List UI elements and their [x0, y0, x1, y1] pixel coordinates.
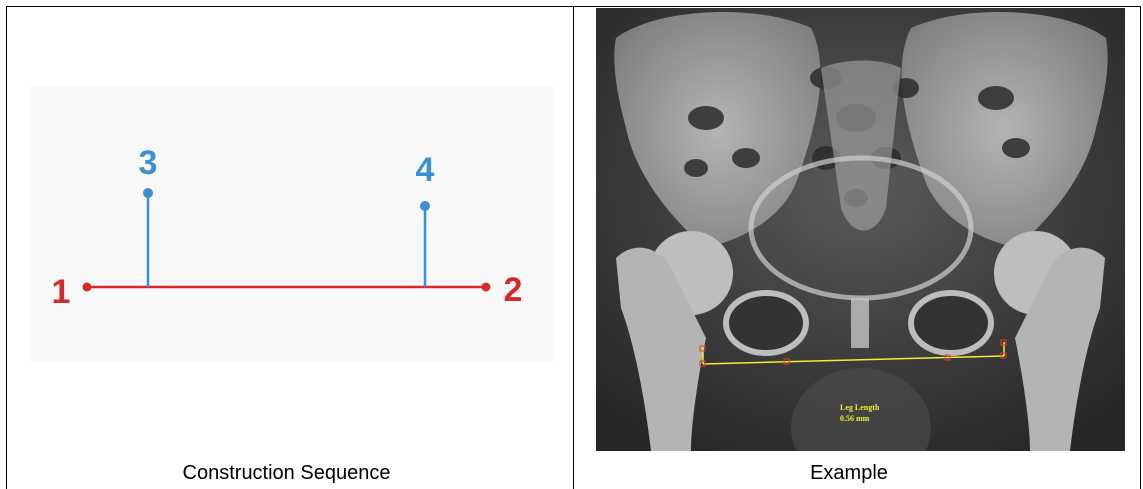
point-1-dot [83, 283, 92, 292]
point-4-label: 4 [416, 151, 435, 189]
right-obturator-foramen [911, 293, 991, 353]
table-left-border [6, 6, 7, 489]
left-obturator-foramen [726, 293, 806, 353]
caption-construction-sequence: Construction Sequence [0, 460, 573, 486]
leg-length-value: 0.56 mm [840, 414, 869, 424]
pelvis-xray-image: Leg Length 0.56 mm [596, 8, 1125, 451]
caption-example: Example [575, 460, 1123, 486]
point-1-label: 1 [52, 273, 71, 311]
xray-drawing [596, 8, 1125, 451]
construction-diagram-svg: 1 2 3 4 [30, 86, 553, 362]
point-3-label: 3 [139, 144, 158, 182]
point-2-label: 2 [504, 271, 523, 309]
point-4-dot [420, 201, 430, 211]
pubic-symphysis [851, 298, 869, 348]
point-2-dot [482, 283, 491, 292]
construction-diagram: 1 2 3 4 [30, 86, 553, 362]
table-right-border [1140, 6, 1141, 489]
point-3-dot [143, 188, 153, 198]
table-middle-divider [573, 6, 574, 489]
leg-length-label: Leg Length [840, 403, 879, 413]
